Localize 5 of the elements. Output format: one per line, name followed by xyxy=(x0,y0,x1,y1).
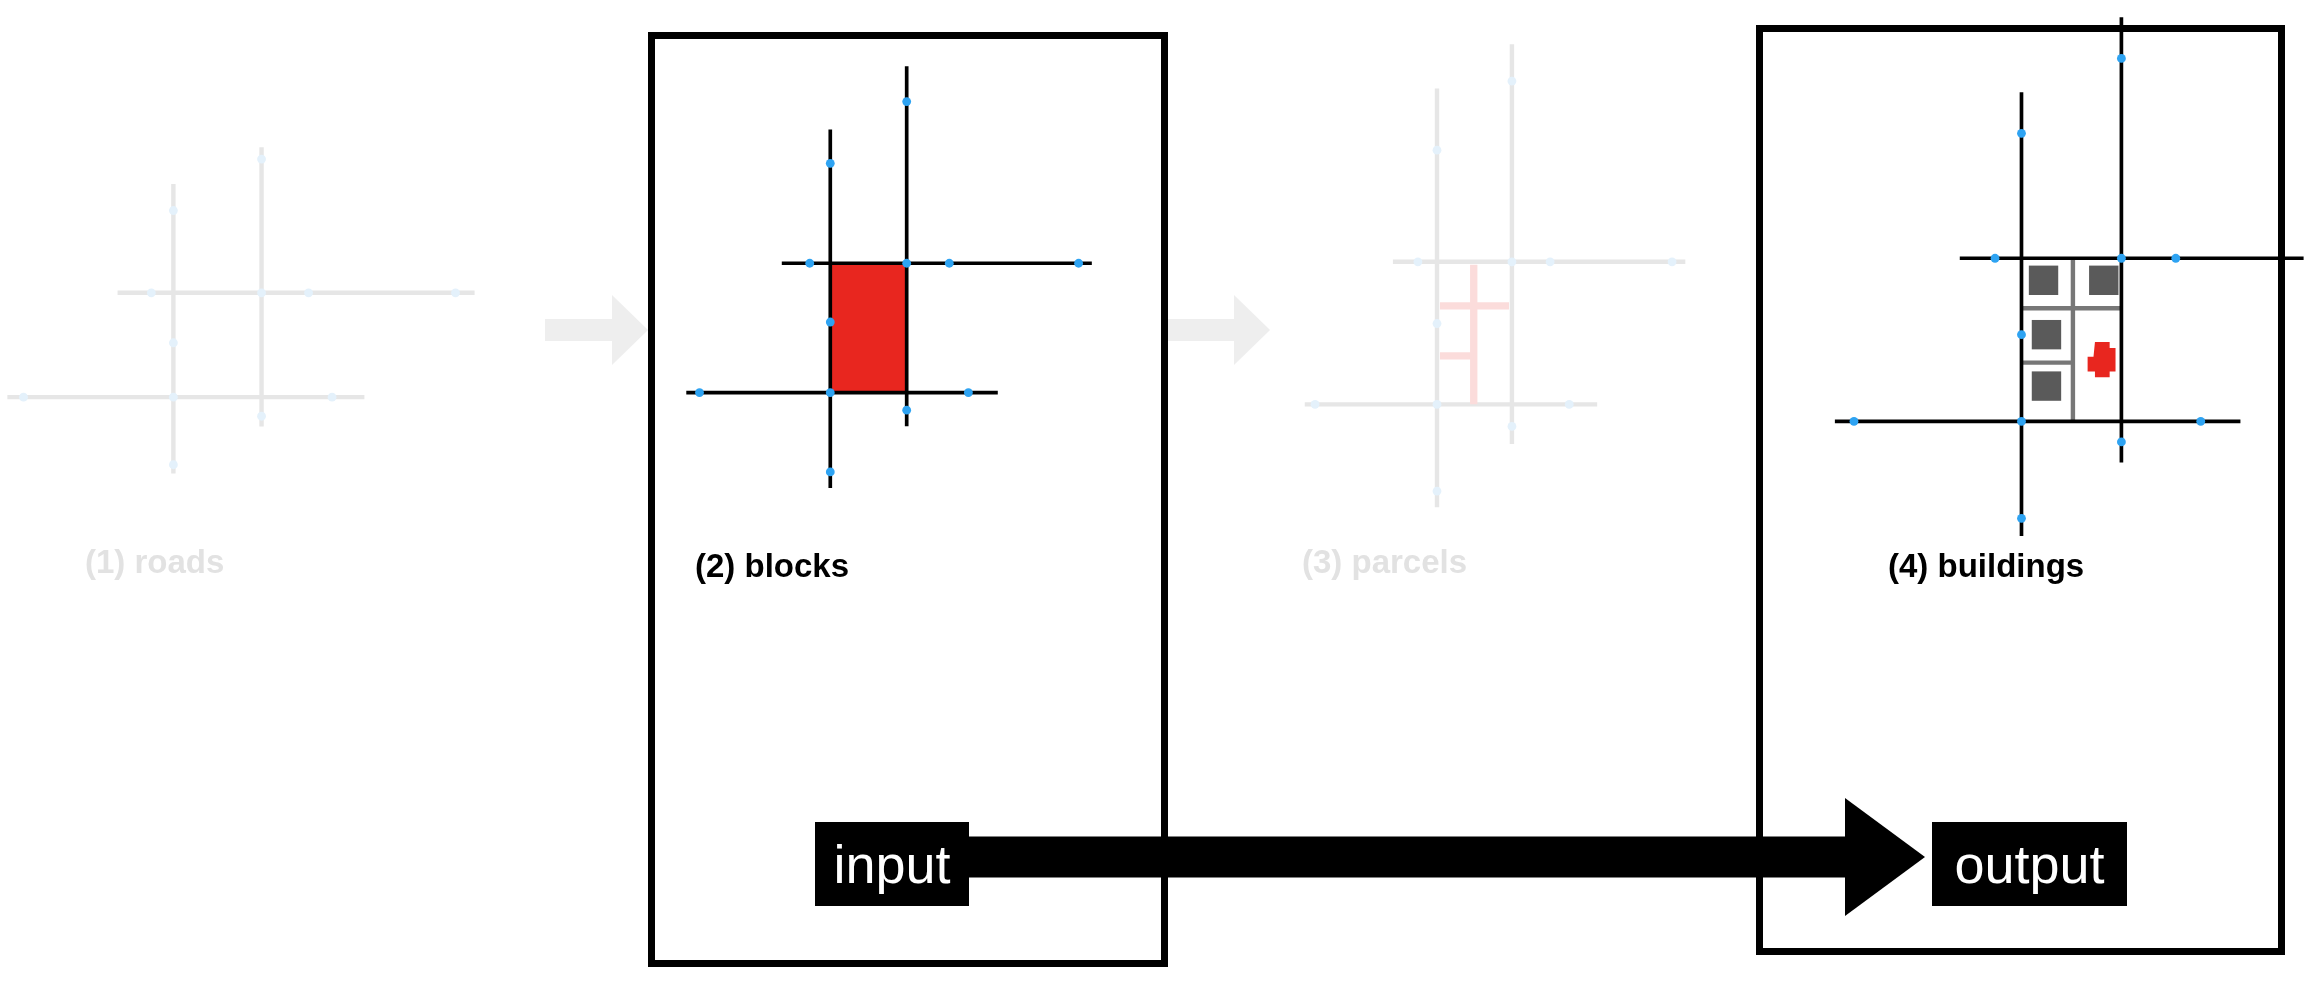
panel-frame xyxy=(648,32,1168,967)
tag-label: output xyxy=(1932,822,2127,906)
panel-title: (2) blocks xyxy=(695,546,850,586)
tag-label: input xyxy=(815,822,969,906)
panel-title: (4) buildings xyxy=(1888,546,2085,586)
